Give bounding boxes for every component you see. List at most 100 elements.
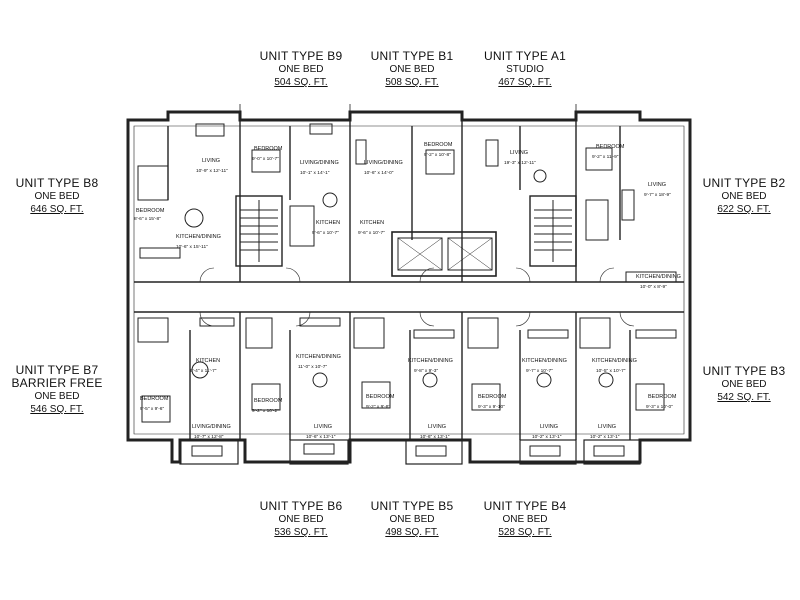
room-dim: 10'-6" x 14'-0"	[364, 170, 394, 176]
room-name: KITCHEN/DINING	[296, 354, 341, 360]
unit-title: UNIT TYPE B1	[370, 49, 454, 63]
kitchen-counter	[199, 317, 235, 327]
partition-wall	[189, 312, 631, 440]
room-dim: 9'-5" x 9'-6"	[140, 406, 164, 412]
room-dim: 9'-4" x 11'-7"	[190, 368, 217, 374]
bath	[579, 317, 611, 349]
table	[184, 208, 204, 228]
room-name: LIVING	[428, 424, 446, 430]
room-dim: 10'-7" x 12'-8"	[194, 434, 224, 440]
unit-area: 498 SQ. FT.	[385, 527, 439, 538]
kitchen-counter	[413, 329, 455, 339]
unit-label-b4: UNIT TYPE B4 ONE BED 528 SQ. FT.	[470, 500, 580, 539]
bath	[289, 205, 315, 247]
room-name: LIVING	[598, 424, 616, 430]
room-dim: 11'-0" x 10'-7"	[298, 364, 327, 370]
room-name: LIVING/DINING	[364, 160, 403, 166]
table	[536, 372, 552, 388]
bath	[245, 317, 273, 349]
unit-type: ONE BED	[278, 514, 324, 525]
balcony	[583, 439, 641, 465]
room-name: BEDROOM	[140, 396, 169, 402]
stair-west	[235, 195, 283, 267]
unit-label-b9: UNIT TYPE B9 ONE BED 504 SQ. FT.	[246, 50, 356, 89]
bed	[635, 383, 665, 411]
room-name: KITCHEN/DINING	[636, 274, 681, 280]
unit-area: 646 SQ. FT.	[30, 204, 84, 215]
room-name: BEDROOM	[366, 394, 395, 400]
room-name: BEDROOM	[596, 144, 625, 150]
table	[533, 169, 547, 183]
unit-title: UNIT TYPE B5	[370, 499, 454, 513]
room-dim: 10'-2" x 13'-1"	[532, 434, 562, 440]
room-name: LIVING	[202, 158, 220, 164]
stair-east	[529, 195, 577, 267]
room-name: BEDROOM	[136, 208, 165, 214]
bed	[251, 383, 281, 411]
unit-type: ONE BED	[721, 191, 767, 202]
sofa	[303, 443, 335, 455]
room-dim: 8'-6" x 15'-8"	[134, 216, 161, 222]
unit-type: ONE BED	[721, 379, 767, 390]
kitchen-counter	[625, 271, 677, 283]
corridor-wall	[134, 281, 684, 313]
room-dim: 9'-3" x 10'-0"	[646, 404, 673, 410]
unit-title: UNIT TYPE A1	[484, 49, 566, 63]
room-name: BEDROOM	[254, 398, 283, 404]
room-name: LIVING	[314, 424, 332, 430]
exterior-wall-inner	[133, 125, 685, 435]
unit-label-b3: UNIT TYPE B3 ONE BED 542 SQ. FT.	[689, 365, 799, 404]
room-dim: 9'-3" x 9'-10"	[478, 404, 505, 410]
room-dim: 9'-6" x 10'-7"	[312, 230, 339, 236]
bed	[251, 149, 281, 173]
room-dim: 10'-6" x 15'-11"	[176, 244, 208, 250]
bath	[467, 317, 499, 349]
unit-title: UNIT TYPE B9	[259, 49, 343, 63]
unit-area: 508 SQ. FT.	[385, 77, 439, 88]
bed	[137, 165, 169, 201]
room-dim: 19'-3" x 12'-11"	[504, 160, 536, 166]
unit-area: 536 SQ. FT.	[274, 527, 328, 538]
room-name: LIVING/DINING	[300, 160, 339, 166]
leader-line	[239, 104, 577, 120]
sofa	[355, 139, 367, 165]
room-dim: 9'-2" x 10'-2"	[252, 408, 279, 414]
unit-title: UNIT TYPE B7	[15, 363, 99, 377]
room-name: KITCHEN/DINING	[176, 234, 221, 240]
bed	[361, 381, 391, 409]
sofa	[195, 123, 225, 137]
unit-area: 622 SQ. FT.	[717, 204, 771, 215]
room-dim: 9'-0" x 10'-7"	[252, 156, 279, 162]
unit-area: 504 SQ. FT.	[274, 77, 328, 88]
elevator-core	[391, 231, 497, 277]
unit-title: UNIT TYPE B8	[15, 176, 99, 190]
balcony	[289, 439, 349, 465]
bed	[141, 395, 171, 423]
unit-type: ONE BED	[389, 64, 435, 75]
balcony	[405, 439, 463, 465]
room-name: LIVING/DINING	[192, 424, 231, 430]
kitchen-counter	[635, 329, 677, 339]
room-name: BEDROOM	[478, 394, 507, 400]
elevator-car	[447, 237, 493, 271]
unit-title: UNIT TYPE B4	[483, 499, 567, 513]
sofa	[415, 445, 447, 457]
room-dim: 9'-2" x 10'-8"	[424, 152, 451, 158]
exterior-wall	[126, 110, 692, 464]
room-dim: 9'-7" x 18'-9"	[644, 192, 671, 198]
room-dim: 10'-1" x 14'-1"	[300, 170, 330, 176]
room-name: BEDROOM	[648, 394, 677, 400]
room-dim: 10'-0" x 8'-9"	[640, 284, 667, 290]
bath	[137, 317, 169, 343]
room-name: KITCHEN	[360, 220, 384, 226]
sofa	[593, 445, 625, 457]
unit-title: UNIT TYPE B2	[702, 176, 786, 190]
room-dim: 9'-7" x 10'-7"	[526, 368, 553, 374]
bed	[471, 383, 501, 411]
room-dim: 10'-6" x 13'-1"	[306, 434, 336, 440]
room-name: LIVING	[510, 150, 528, 156]
room-dim: 9'-8" x 9'-3"	[414, 368, 438, 374]
room-name: KITCHEN	[316, 220, 340, 226]
sofa	[191, 445, 223, 457]
